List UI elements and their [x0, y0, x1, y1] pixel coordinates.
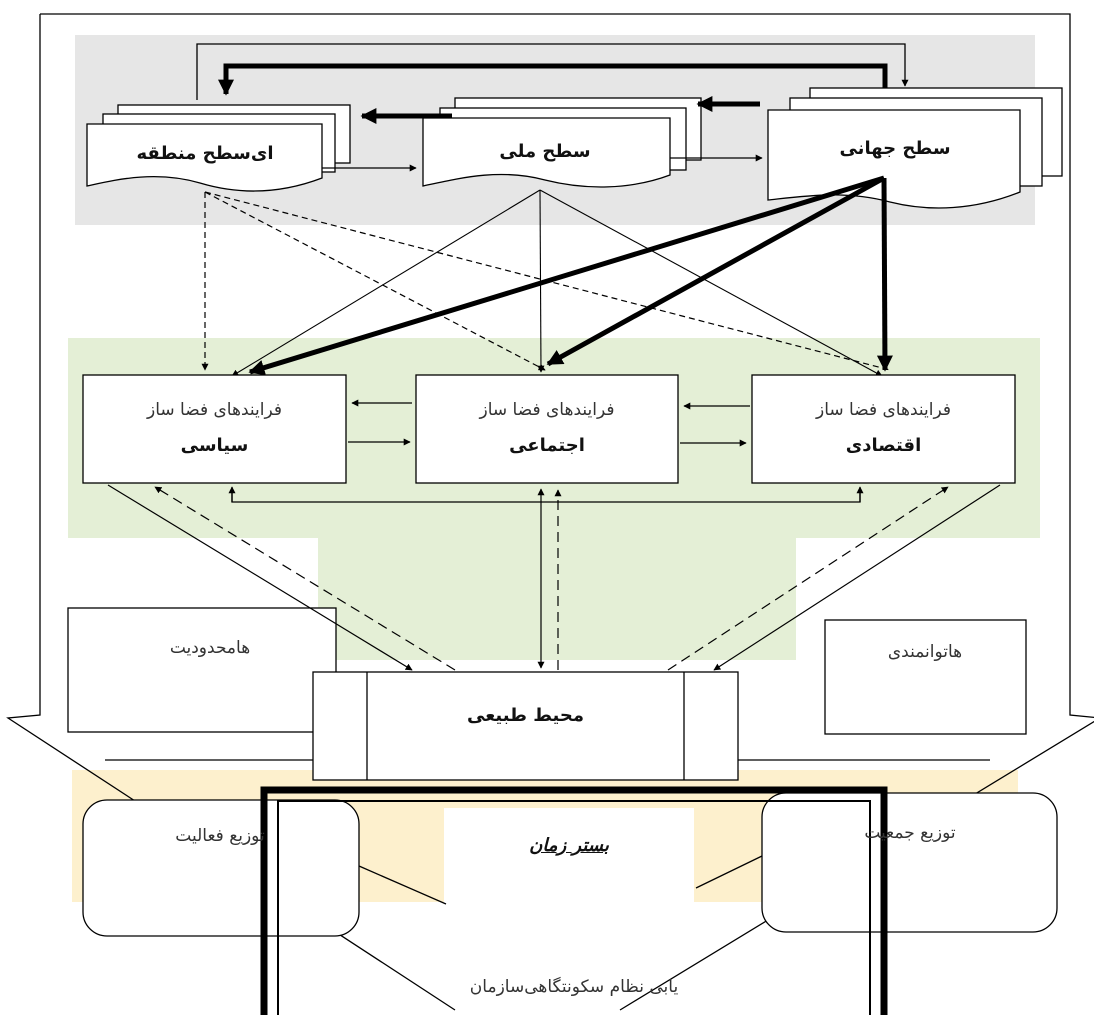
time-bed-label: بستر زمان	[529, 835, 609, 856]
level-label-global: سطح جهانی	[839, 138, 951, 159]
constraints-box	[67, 607, 337, 733]
process-economic: فرایندهای فضا ساز اقتصادی	[752, 398, 1015, 459]
doc-regional	[86, 104, 351, 192]
doc-global	[767, 87, 1063, 209]
population-distribution-label: توزیع جمعیت	[864, 823, 956, 843]
global-bold-arrows	[248, 175, 893, 376]
process-economic-prefix: فرایندهای فضا ساز	[816, 400, 951, 420]
process-political-prefix: فرایندهای فضا ساز	[147, 400, 282, 420]
environment-to-process-dashed	[154, 486, 949, 671]
level-label-regional: ای‌سطح منطقه	[136, 143, 274, 164]
convergence-lines	[358, 855, 763, 905]
process-to-environment-lines	[107, 484, 1001, 671]
process-connections	[228, 399, 864, 503]
time-band-center	[444, 808, 694, 904]
activity-distribution-label: توزیع فعالیت	[175, 826, 265, 846]
environment-label: محیط طبیعی	[466, 705, 585, 726]
outcome-frame	[260, 786, 888, 1015]
capabilities-box	[824, 619, 1027, 735]
process-social-name: اجتماعی	[509, 434, 585, 456]
level-bold-arrows	[218, 63, 888, 124]
process-social: فرایندهای فضا ساز اجتماعی	[416, 398, 678, 459]
outcome-label: یابی نظام سکونتگاهی‌سازمان	[469, 977, 679, 997]
population-distribution-box	[761, 792, 1058, 933]
constraints-label: هامحدودیت	[169, 638, 251, 658]
activity-distribution-box	[82, 799, 360, 937]
process-political: فرایندهای فضا ساز سیاسی	[83, 398, 346, 459]
process-economic-name: اقتصادی	[845, 434, 922, 456]
environment-box	[312, 671, 739, 781]
doc-national	[422, 97, 702, 188]
process-social-prefix: فرایندهای فضا ساز	[479, 400, 615, 420]
process-box-social	[415, 374, 679, 484]
level-label-national: سطح ملی	[499, 141, 591, 162]
level-thin-arrows	[196, 43, 909, 172]
process-box-political	[82, 374, 347, 484]
process-box-economic	[751, 374, 1016, 484]
process-boxes	[82, 374, 1016, 484]
process-political-name: سیاسی	[180, 434, 249, 456]
capabilities-label: هاتوانمندی	[887, 642, 963, 662]
processes-band-lower	[318, 538, 796, 660]
